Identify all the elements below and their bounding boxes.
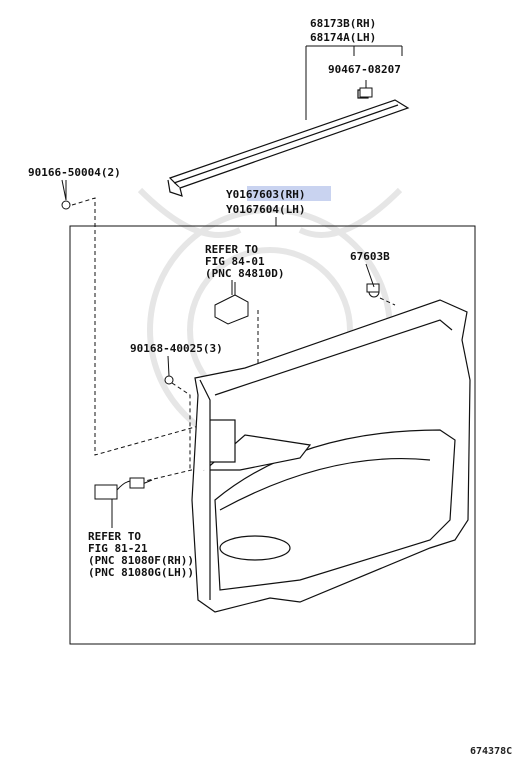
solid-leaders <box>61 179 375 377</box>
panel-clip-icon <box>366 283 380 298</box>
harness-part-icon <box>94 477 153 528</box>
weatherstrip-clip-icon <box>359 80 373 98</box>
label-panel-rh: Y0167603(RH) <box>226 188 305 201</box>
figure-number: 674378C <box>470 746 512 757</box>
screw-top-icon <box>61 180 71 210</box>
label-screw-top: 90166-50004(2) <box>28 166 121 179</box>
screw-mid-icon <box>164 375 174 385</box>
label-refer-fig81-2: FIG 81-21 <box>88 542 148 555</box>
label-screw-mid: 90168-40025(3) <box>130 342 223 355</box>
label-refer-fig81-3: (PNC 81080F(RH)) <box>88 554 194 567</box>
label-refer-fig81-4: (PNC 81080G(LH)) <box>88 566 194 579</box>
label-weatherstrip-lh: 68174A(LH) <box>310 31 376 44</box>
label-refer-fig84-3: (PNC 84810D) <box>205 267 284 280</box>
label-panel-lh: Y0167604(LH) <box>226 203 305 216</box>
door-trim-panel <box>191 299 471 613</box>
assembly-frame <box>69 225 476 645</box>
label-weatherstrip-rh: 68173B(RH) <box>310 17 376 30</box>
weatherstrip-part <box>167 89 410 197</box>
label-refer-fig84-1: REFER TO <box>205 243 258 256</box>
label-refer-fig84-2: FIG 84-01 <box>205 255 265 268</box>
label-clip-weatherstrip: 90467-08207 <box>328 63 401 76</box>
weatherstrip-leader <box>305 45 403 120</box>
label-clip-panel: 67603B <box>350 250 390 263</box>
panel-label-highlight <box>247 186 331 201</box>
switch-part-icon <box>214 282 249 325</box>
label-refer-fig81-1: REFER TO <box>88 530 141 543</box>
